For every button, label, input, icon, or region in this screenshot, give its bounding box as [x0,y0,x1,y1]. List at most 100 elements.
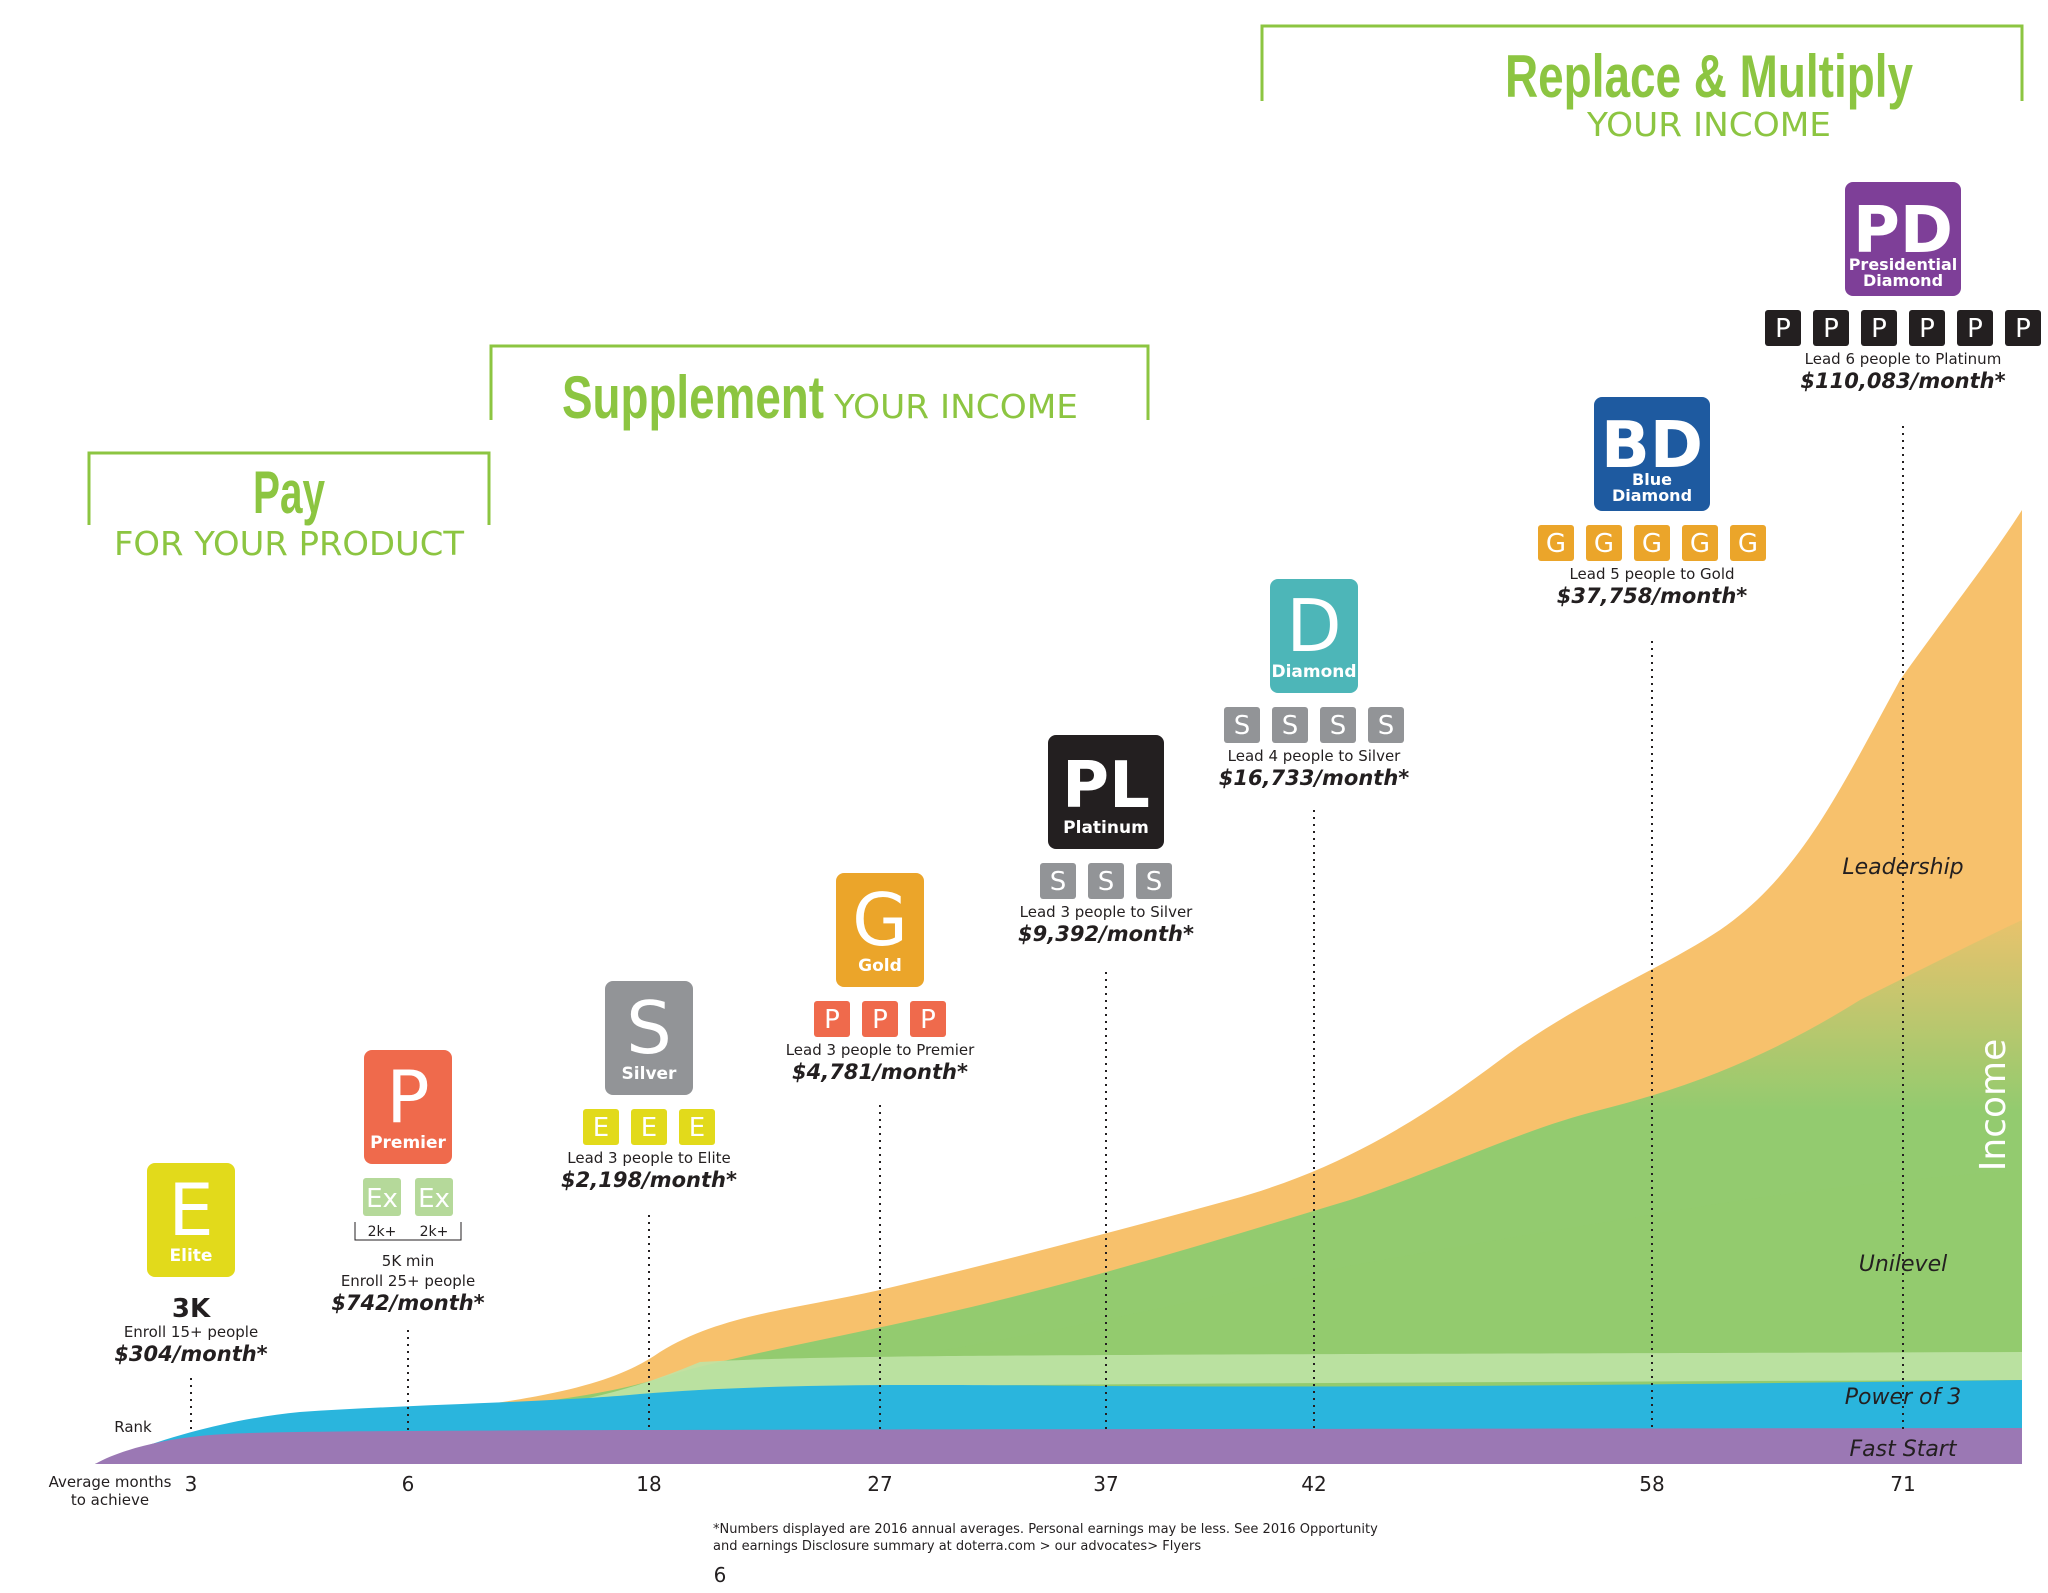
months-tick-label: 58 [1639,1472,1664,1496]
rank-requirement: Lead 3 people to Silver [1020,903,1194,921]
rank-badge-name: Gold [858,956,902,976]
team-member-label: S [1282,711,1299,741]
team-member-square [1909,310,1945,346]
rank-badge [364,1050,452,1164]
header-pay-subtitle: FOR YOUR PRODUCT [114,524,465,563]
series-label-fast-start: Fast Start [1850,1437,1958,1462]
rank-badge-name: Presidential [1849,255,1958,274]
team-member-square [1861,310,1897,346]
team-member-label: Ex [418,1184,450,1214]
rank-requirement: Lead 3 people to Premier [786,1041,975,1059]
team-member-square [1682,525,1718,561]
header-pay-title: Pay [253,459,325,526]
rank-badge [605,981,693,1095]
months-tick-label: 3 [185,1472,198,1496]
team-member-square [1136,863,1172,899]
rank-income: $2,198/month* [561,1168,737,1192]
team-member-square [415,1178,453,1216]
rank-badge [1048,735,1164,849]
team-member-label: Ex [366,1184,398,1214]
months-tick-label: 37 [1093,1472,1118,1496]
rank-badge-abbr: E [168,1168,214,1252]
rank-volume: 5K min [382,1252,434,1270]
team-member-square [1586,525,1622,561]
team-member-volume: 2k+ [368,1224,397,1240]
rank-income: $16,733/month* [1219,766,1410,790]
area-fast-start [95,1428,2022,1464]
header-supplement: Supplement YOUR INCOME [489,344,1150,431]
rank-volume: 3K [172,1294,211,1324]
team-member-label: S [1234,711,1251,741]
rank-axis-label: Rank [114,1418,152,1436]
team-member-square [1957,310,1993,346]
team-member-label: S [1098,867,1115,897]
rank-badge [836,873,924,987]
team-member-label: E [641,1113,657,1143]
team-member-volume: 2k+ [420,1224,449,1240]
team-member-label: P [1871,314,1887,344]
team-member-square [631,1109,667,1145]
months-tick-label: 6 [402,1472,415,1496]
team-member-label: S [1050,867,1067,897]
footnote-line-1: *Numbers displayed are 2016 annual avera… [713,1522,1378,1537]
team-member-square [1538,525,1574,561]
rank-badge-abbr: P [386,1055,429,1139]
team-member-label: S [1378,711,1395,741]
team-member-label: G [1546,529,1566,559]
team-member-square [814,1001,850,1037]
team-member-square [910,1001,946,1037]
rank-badge-name: Silver [622,1064,678,1084]
months-tick-label: 27 [867,1472,892,1496]
team-member-square [1634,525,1670,561]
months-axis-label-2: to achieve [71,1491,149,1509]
team-member-label: G [1738,529,1758,559]
rank-badge-name: Blue [1632,470,1672,489]
team-member-label: G [1690,529,1710,559]
team-member-square [1320,707,1356,743]
bracket-supplement [489,344,1150,420]
team-member-label: G [1594,529,1614,559]
header-pay: Pay FOR YOUR PRODUCT [87,451,491,563]
rank-requirement: Enroll 25+ people [341,1272,475,1290]
team-member-label: S [1146,867,1163,897]
rank-badge-name: Platinum [1063,818,1149,838]
team-member-square [862,1001,898,1037]
months-tick-label: 42 [1301,1472,1326,1496]
months-tick-label: 71 [1890,1472,1915,1496]
series-label-unilevel: Unilevel [1859,1252,1947,1277]
rank-requirement: Lead 6 people to Platinum [1805,350,2002,368]
months-tick-label: 18 [636,1472,661,1496]
rank-badge-abbr: BD [1601,409,1703,483]
team-member-square [1088,863,1124,899]
rank-badge [1594,397,1710,511]
header-supplement-subtitle: YOUR INCOME [833,387,1078,426]
rank-income: $110,083/month* [1800,369,2005,393]
rank-badge-abbr: D [1286,584,1341,668]
team-member-label: G [1642,529,1662,559]
rank-income: $37,758/month* [1557,584,1748,608]
team-member-label: P [2015,314,2031,344]
header-supplement-title: Supplement [562,364,824,431]
header-replace: Replace & Multiply YOUR INCOME [1260,24,2024,144]
team-member-label: P [1823,314,1839,344]
team-member-label: P [1775,314,1791,344]
rank-badge-abbr: PD [1853,194,1953,268]
page-number: 6 [714,1563,727,1587]
rank-income: $304/month* [114,1342,267,1366]
rank-badge-name: Diamond [1863,271,1943,290]
team-member-label: P [872,1005,888,1035]
y-axis-label: Income [1973,1039,2014,1171]
rank-badge-name: Elite [170,1246,213,1266]
rank-badge [147,1163,235,1277]
bracket-replace [1260,24,2024,101]
header-replace-subtitle: YOUR INCOME [1586,105,1831,144]
rank-income: $4,781/month* [792,1060,968,1084]
